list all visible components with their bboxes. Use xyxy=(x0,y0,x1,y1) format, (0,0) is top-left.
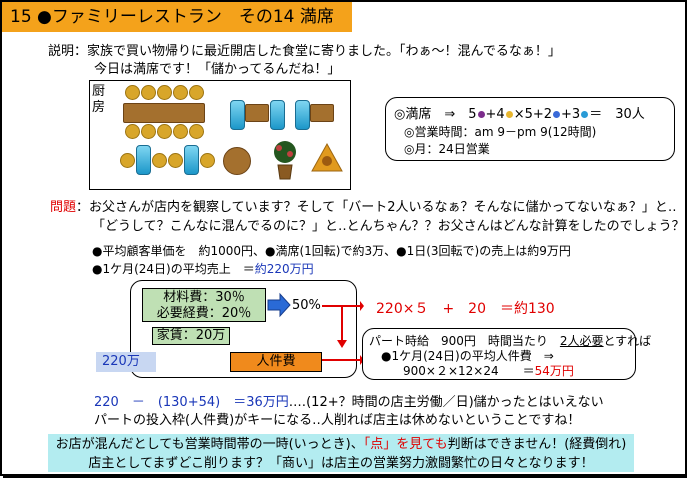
result-line-2: パートの投入枠(人件費)がキーになる‥人削れば店主は休めないということですね！ xyxy=(94,413,581,428)
person-icon xyxy=(136,145,151,175)
question-line-2: 「どうして？こんなに混んでるのに？」と‥とんちゃん？？お父さんはどんな計算をした… xyxy=(92,219,685,234)
chair-icon xyxy=(125,124,140,139)
facts-line-1: ●平均顧客単価を 約1000円、●満席(1回転)で約3万、●1日(3回転で)の売… xyxy=(92,244,571,258)
cost-ratio-box: 材料費：30％ 必要経費：20％ xyxy=(142,288,266,322)
cost-percent: 50% xyxy=(292,298,321,313)
result-line-1: 220 － (130+54) ＝36万円‥‥(12+？時間の店主労働／日)儲かっ… xyxy=(94,395,604,410)
dot-icon xyxy=(553,111,561,118)
person-icon xyxy=(184,145,199,175)
profit-equation: 220×５ + 20 ＝約130 xyxy=(376,301,555,317)
setup-line-2: 今日は満席です！「儲かってるんだね！」 xyxy=(94,62,341,77)
long-table xyxy=(123,103,205,123)
chair-icon xyxy=(125,85,140,100)
bottom-note: お店が混んだとしても営業時間帯の一時(いっとき)、「点」を見ても判断はできません… xyxy=(48,434,634,472)
chair-icon xyxy=(189,124,204,139)
triangle-table-icon xyxy=(311,142,343,172)
capacity-line: ◎満席 ⇒ 5+4×5+2+3＝ 30人 xyxy=(394,107,645,122)
hours-line: ◎営業時間：am 9－pm 9(12時間) xyxy=(404,125,597,139)
chair-icon xyxy=(200,153,215,168)
question-label: 問題 xyxy=(50,200,77,215)
chair-icon xyxy=(189,85,204,100)
chair-icon xyxy=(157,85,172,100)
slide-title: 15 ●ファミリーレストラン その14 満席 xyxy=(2,2,352,32)
chair-icon xyxy=(173,124,188,139)
chair-icon xyxy=(168,153,183,168)
chair-icon xyxy=(157,124,172,139)
rent-box: 家賃：20万 xyxy=(152,327,230,345)
table xyxy=(245,104,269,122)
setup-line-1: 説明：家族で買い物帰りに最近開店した食堂に寄りました。「わぁ～！混んでるなぁ！」 xyxy=(48,44,561,59)
question-line-1: 問題：お父さんが店内を観察しています？そして「バート2人いるなぁ？そんなに儲かっ… xyxy=(50,200,677,215)
dot-icon xyxy=(581,111,589,118)
dot-icon xyxy=(505,111,513,118)
kitchen-label: 厨房 xyxy=(92,84,106,115)
expense-ratio: 必要経費：20％ xyxy=(156,306,252,321)
chair-icon xyxy=(152,153,167,168)
wage-line-1: パート時給 900円 時間当たり 2人必要とすれば xyxy=(369,334,652,348)
connector-arrows xyxy=(322,301,364,365)
facts-line-2: ●1ケ月(24日)の平均売上 ＝約220万円 xyxy=(92,262,314,276)
material-cost: 材料費：30％ xyxy=(163,290,245,305)
note-line-2: 店主としてまずどこ削ります？「商い」は店主の営業努力激闘繁忙の日々となります！ xyxy=(88,456,594,471)
round-table-icon xyxy=(223,147,251,175)
chair-icon xyxy=(173,85,188,100)
labor-cost-box: 人件費 xyxy=(230,352,322,372)
chair-icon xyxy=(120,153,135,168)
note-line-1: お店が混んだとしても営業時間帯の一時(いっとき)、「点」を見ても判断はできません… xyxy=(55,437,627,452)
sales-total: 220万 xyxy=(96,352,156,372)
floor-plan: 厨房 xyxy=(89,80,351,190)
chair-icon xyxy=(141,85,156,100)
capacity-info-box: ◎満席 ⇒ 5+4×5+2+3＝ 30人 ◎営業時間：am 9－pm 9(12時… xyxy=(385,97,675,161)
wage-line-2: ●1ケ月(24日)の平均人件費 ⇒ xyxy=(381,349,554,363)
person-icon xyxy=(230,100,245,130)
chair-icon xyxy=(141,124,156,139)
person-icon xyxy=(295,100,310,130)
plant-icon xyxy=(274,141,296,180)
person-icon xyxy=(270,100,285,130)
wage-box: パート時給 900円 時間当たり 2人必要とすれば ●1ケ月(24日)の平均人件… xyxy=(362,328,651,380)
dot-icon xyxy=(477,111,485,118)
days-line: ◎月：24日営業 xyxy=(404,142,490,156)
right-arrow-icon xyxy=(267,292,291,318)
wage-line-3: 900×２×12×24 ＝54万円 xyxy=(403,364,574,378)
table xyxy=(310,104,334,122)
